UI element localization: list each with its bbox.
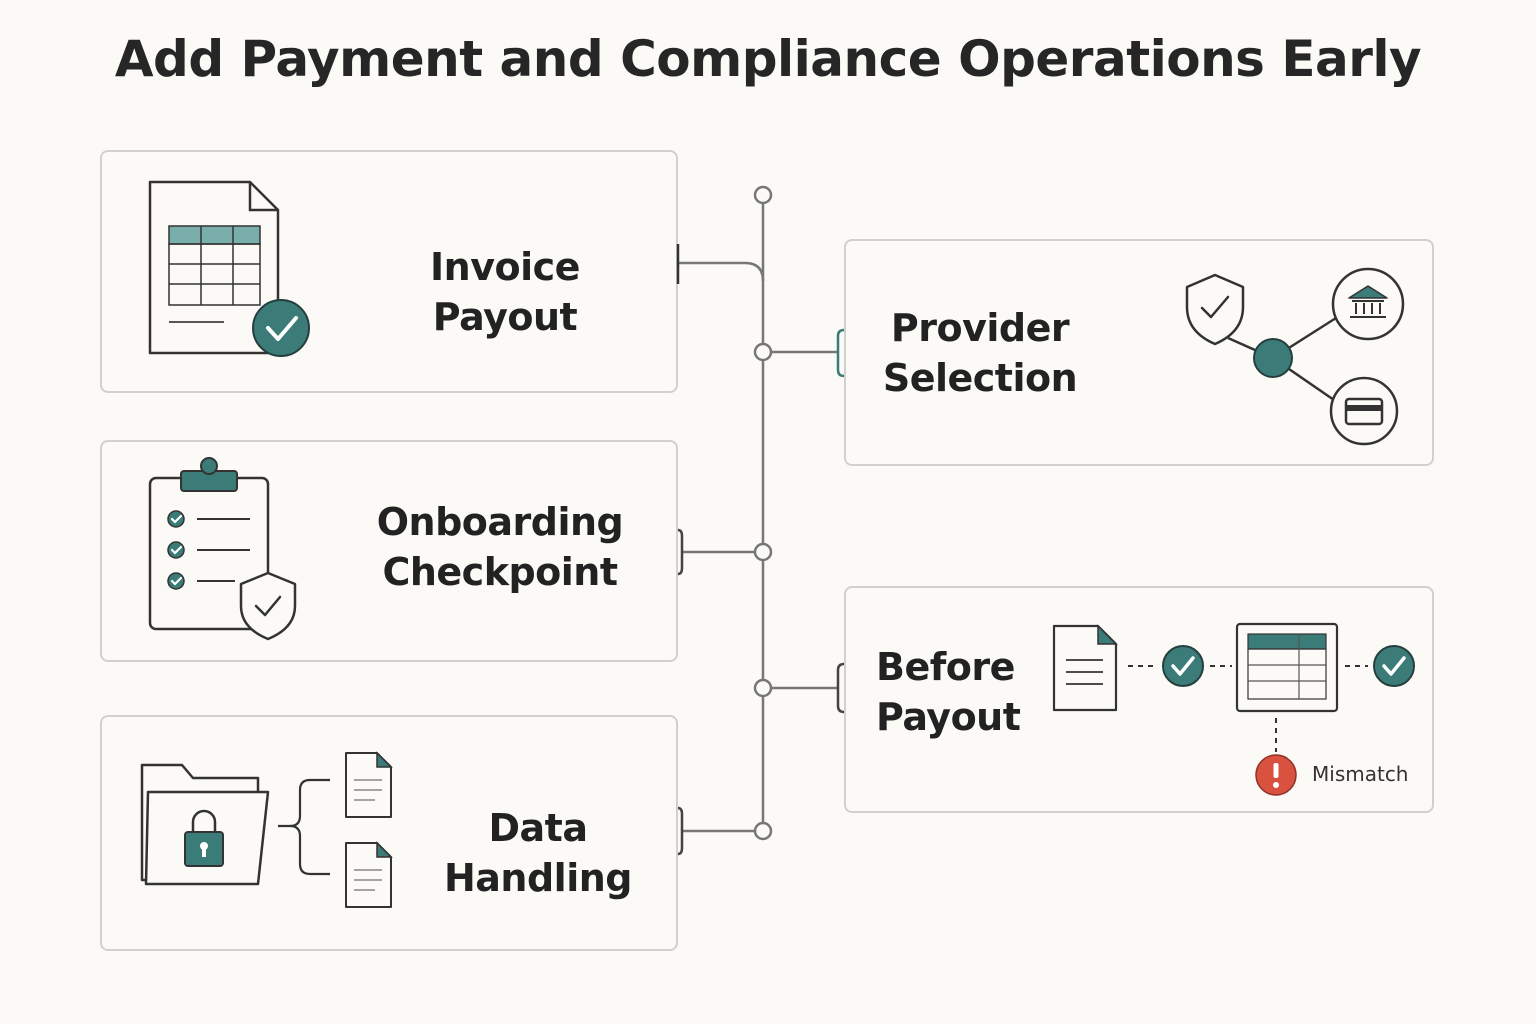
- document-reconciliation-icon: [1052, 622, 1415, 796]
- before-payout-line2: Payout: [876, 695, 1021, 739]
- before-payout-line1: Before: [876, 645, 1015, 689]
- provider-label-line2: Selection: [882, 356, 1078, 400]
- before-payout-label: Before Payout: [876, 642, 1036, 742]
- node-provider: [753, 342, 773, 362]
- onboarding-label-line2: Checkpoint: [382, 550, 618, 594]
- provider-label-line1: Provider: [890, 306, 1070, 350]
- invoice-connector: [678, 261, 765, 282]
- data-handling-label: Data Handling: [443, 806, 633, 900]
- invoice-payout-label: Invoice Payout: [430, 245, 580, 339]
- mismatch-label: Mismatch: [1312, 762, 1409, 786]
- connector-nodes: [753, 185, 773, 841]
- connector-lines: [676, 204, 845, 856]
- clipboard-checklist-shield-icon: [148, 457, 297, 641]
- shield-bank-card-network-icon: [1185, 267, 1405, 446]
- node-before-payout: [753, 678, 773, 698]
- provider-selection-label: Provider Selection: [880, 303, 1080, 403]
- onboarding-checkpoint-label: Onboarding Checkpoint: [355, 497, 645, 597]
- locked-folder-documents-icon: [140, 751, 393, 908]
- node-data-handling: [753, 821, 773, 841]
- node-onboarding: [753, 542, 773, 562]
- onboarding-label-line1: Onboarding: [376, 500, 624, 544]
- invoice-spreadsheet-check-icon: [148, 180, 310, 357]
- page-title: Add Payment and Compliance Operations Ea…: [114, 30, 1422, 88]
- node-top: [753, 185, 773, 205]
